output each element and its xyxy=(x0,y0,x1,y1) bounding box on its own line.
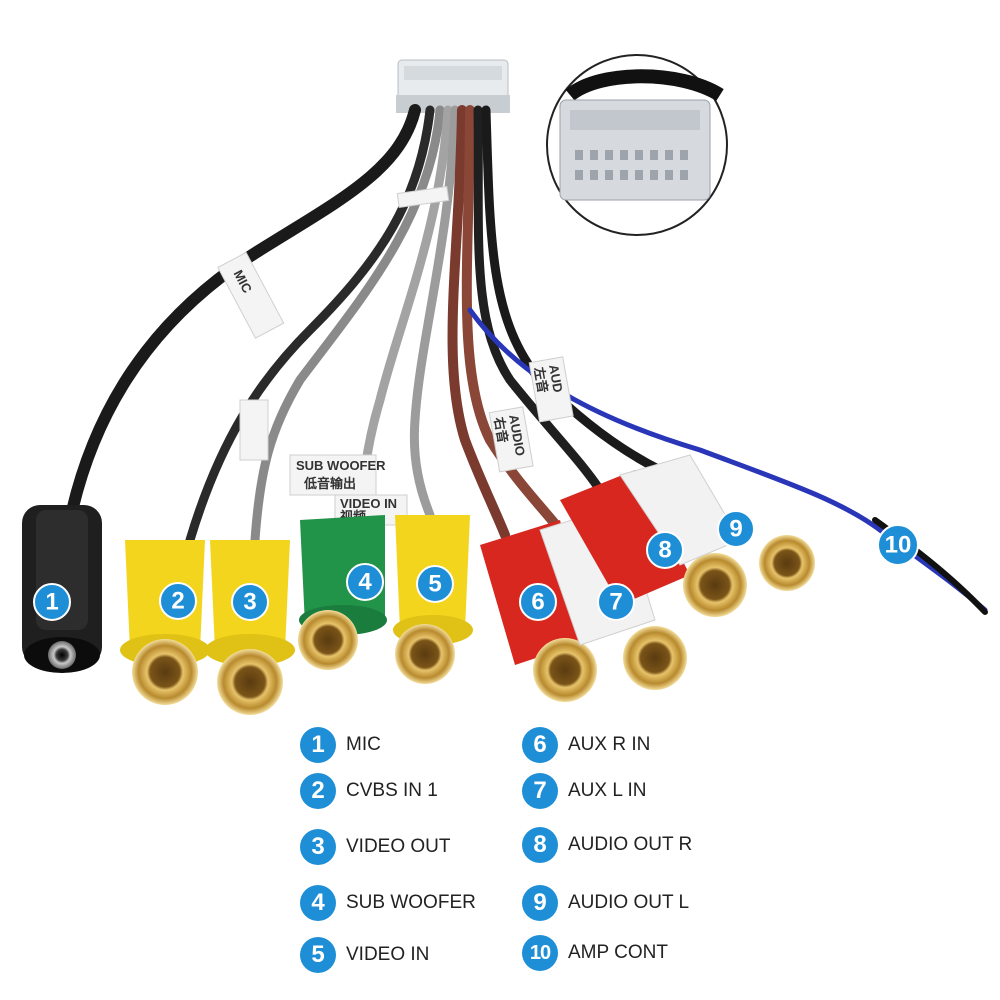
svg-text:4: 4 xyxy=(358,569,372,596)
legend-number: 7 xyxy=(522,773,558,809)
svg-text:9: 9 xyxy=(729,516,742,543)
legend-label: AUX R IN xyxy=(568,734,651,755)
svg-text:3: 3 xyxy=(243,589,256,616)
svg-text:6: 6 xyxy=(531,589,544,616)
legend-label: SUB WOOFER xyxy=(346,892,476,913)
svg-text:5: 5 xyxy=(428,571,441,598)
connector-legend: 1 MIC 2 CVBS IN 1 3 VIDEO OUT 4 SUB WOOF… xyxy=(300,725,720,985)
legend-label: AUDIO OUT L xyxy=(568,892,690,913)
legend-number: 4 xyxy=(300,885,336,921)
legend-item-video-in: 5 VIDEO IN xyxy=(300,935,429,975)
badge-1: 1 xyxy=(33,583,71,621)
legend-label: CVBS IN 1 xyxy=(346,780,438,801)
badge-8: 8 xyxy=(646,531,684,569)
plug-3-video-out xyxy=(205,540,295,715)
legend-item-audio-out-r: 8 AUDIO OUT R xyxy=(522,825,692,865)
legend-number: 1 xyxy=(300,727,336,763)
sub-woofer-tag-cn: 低音输出 xyxy=(303,476,356,491)
audio-tag-cn: 右音 xyxy=(491,415,510,444)
svg-text:10: 10 xyxy=(885,532,912,559)
badge-4: 4 xyxy=(346,563,384,601)
sub-woofer-tag-label: SUB WOOFER xyxy=(296,458,386,473)
badge-5: 5 xyxy=(416,565,454,603)
legend-label: AMP CONT xyxy=(568,942,668,963)
legend-item-sub-woofer: 4 SUB WOOFER xyxy=(300,883,476,923)
legend-label: AUDIO OUT R xyxy=(568,834,693,855)
legend-item-aux-l-in: 7 AUX L IN xyxy=(522,771,647,811)
legend-number: 6 xyxy=(522,727,558,763)
legend-label: MIC xyxy=(346,734,381,755)
legend-item-mic: 1 MIC xyxy=(300,725,381,765)
badge-6: 6 xyxy=(519,583,557,621)
plug-5-video-in xyxy=(393,515,473,684)
legend-number: 9 xyxy=(522,885,558,921)
aud-tag-cn: 左音 xyxy=(531,366,550,394)
legend-item-aux-r-in: 6 AUX R IN xyxy=(522,725,650,765)
legend-item-amp-cont: 10 AMP CONT xyxy=(522,933,668,973)
legend-number: 10 xyxy=(522,935,558,971)
legend-label: AUX L IN xyxy=(568,780,647,801)
photo-badges: 1 2 3 4 5 6 7 8 xyxy=(33,510,919,621)
legend-item-video-out: 3 VIDEO OUT xyxy=(300,827,451,867)
badge-7: 7 xyxy=(597,583,635,621)
legend-number: 8 xyxy=(522,827,558,863)
aud-tag-label: AUD xyxy=(546,363,566,393)
svg-text:1: 1 xyxy=(45,589,58,616)
badge-10: 10 xyxy=(877,524,919,566)
legend-item-cvbs-in-1: 2 CVBS IN 1 xyxy=(300,771,438,811)
plug-2-cvbs xyxy=(120,540,210,705)
badge-9: 9 xyxy=(717,510,755,548)
legend-item-audio-out-l: 9 AUDIO OUT L xyxy=(522,883,689,923)
video-tag-label: VIDEO IN xyxy=(340,496,397,511)
legend-label: VIDEO IN xyxy=(346,944,430,965)
plug-8-audio-out-r xyxy=(560,470,747,617)
svg-text:7: 7 xyxy=(609,589,622,616)
legend-number: 2 xyxy=(300,773,336,809)
legend-number: 5 xyxy=(300,937,336,973)
legend-label: VIDEO OUT xyxy=(346,836,451,857)
badge-2: 2 xyxy=(159,582,197,620)
audio-tag-label: AUDIO xyxy=(506,413,528,457)
badge-3: 3 xyxy=(231,583,269,621)
legend-number: 3 xyxy=(300,829,336,865)
svg-text:2: 2 xyxy=(171,588,184,615)
connector-inset xyxy=(546,54,728,236)
svg-text:8: 8 xyxy=(658,537,671,564)
